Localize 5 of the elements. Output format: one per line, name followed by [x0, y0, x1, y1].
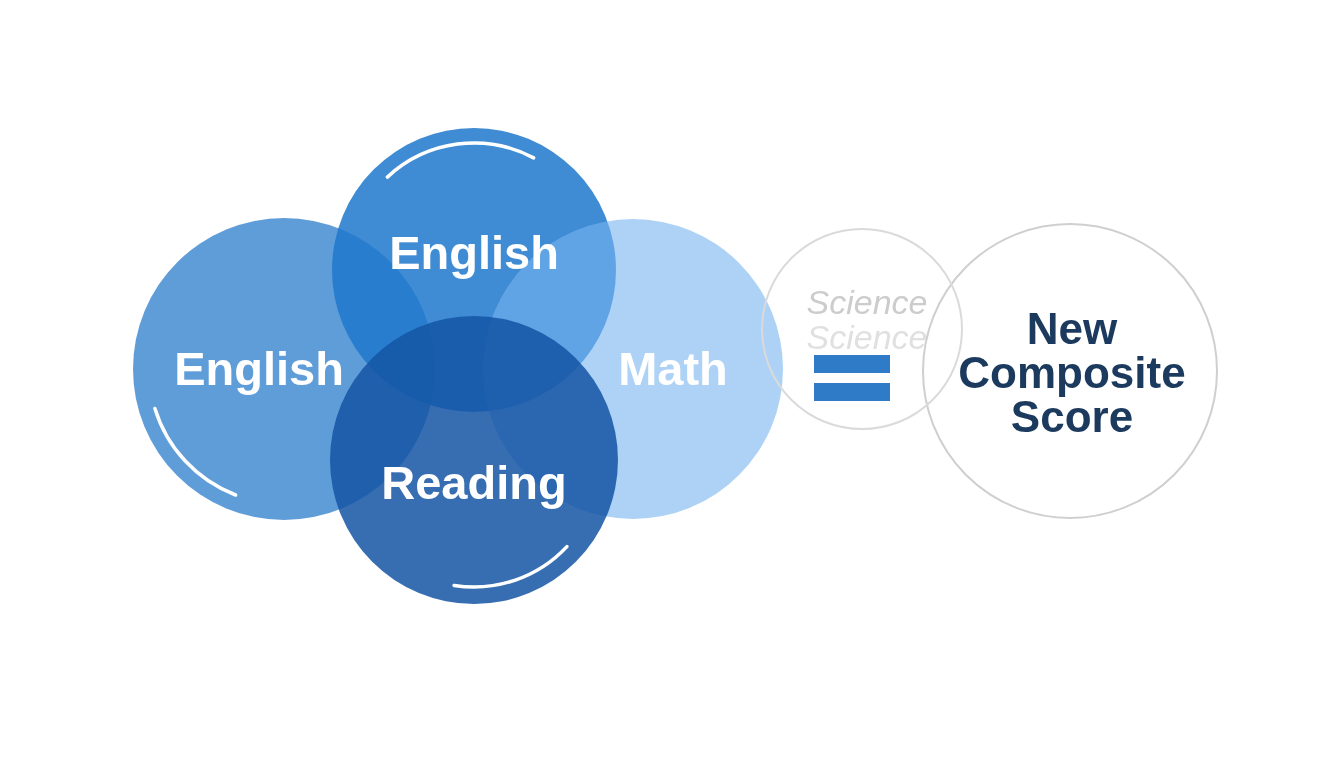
- circle-label: English: [174, 343, 344, 395]
- circle-label: Math: [618, 343, 728, 395]
- circle-label: New Composite Score: [957, 307, 1187, 439]
- circle-label: Reading: [381, 457, 567, 509]
- circle-label: English: [389, 227, 559, 279]
